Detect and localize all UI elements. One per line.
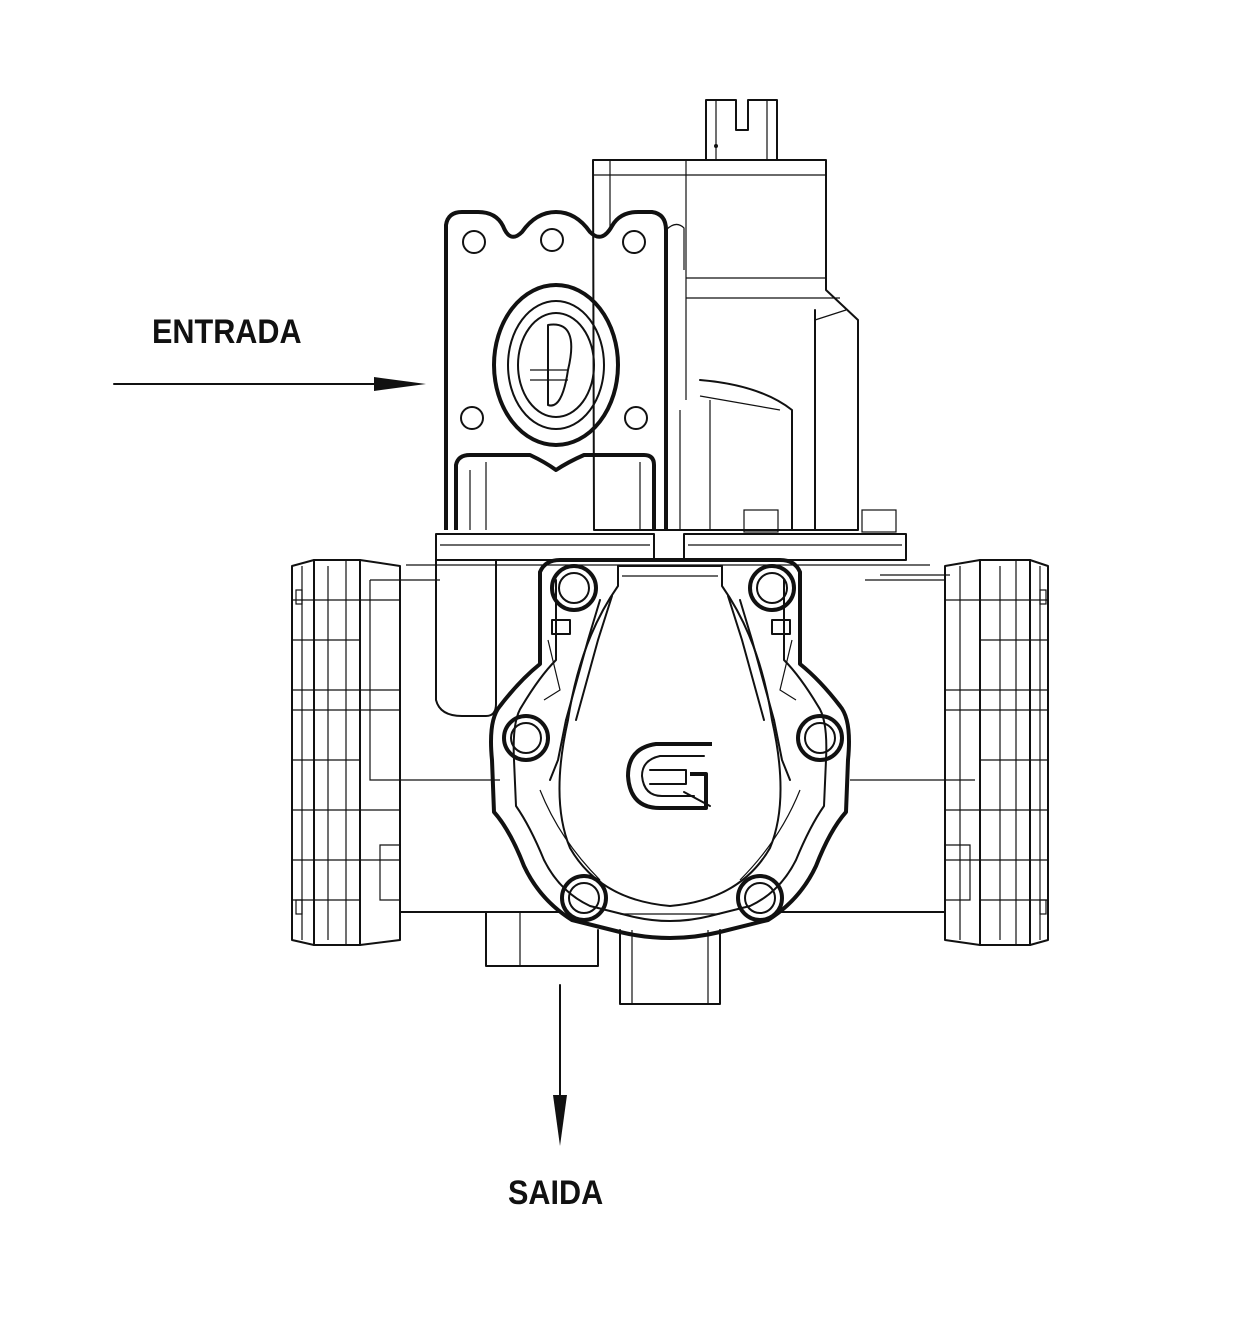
right-regulator bbox=[865, 559, 1049, 946]
electrical-connector bbox=[705, 99, 778, 161]
regulator-cover bbox=[489, 558, 851, 940]
valve-body bbox=[370, 533, 975, 913]
brand-logo-icon bbox=[626, 742, 712, 810]
solenoid-housing bbox=[592, 159, 897, 533]
arrow-right-icon bbox=[113, 377, 426, 391]
outlet-label: SAIDA bbox=[508, 1174, 604, 1212]
left-regulator bbox=[291, 559, 401, 946]
inlet-label: ENTRADA bbox=[152, 313, 302, 351]
inlet-flange bbox=[444, 210, 685, 530]
outlet-fitting bbox=[485, 911, 721, 1005]
arrow-down-icon bbox=[553, 984, 567, 1146]
